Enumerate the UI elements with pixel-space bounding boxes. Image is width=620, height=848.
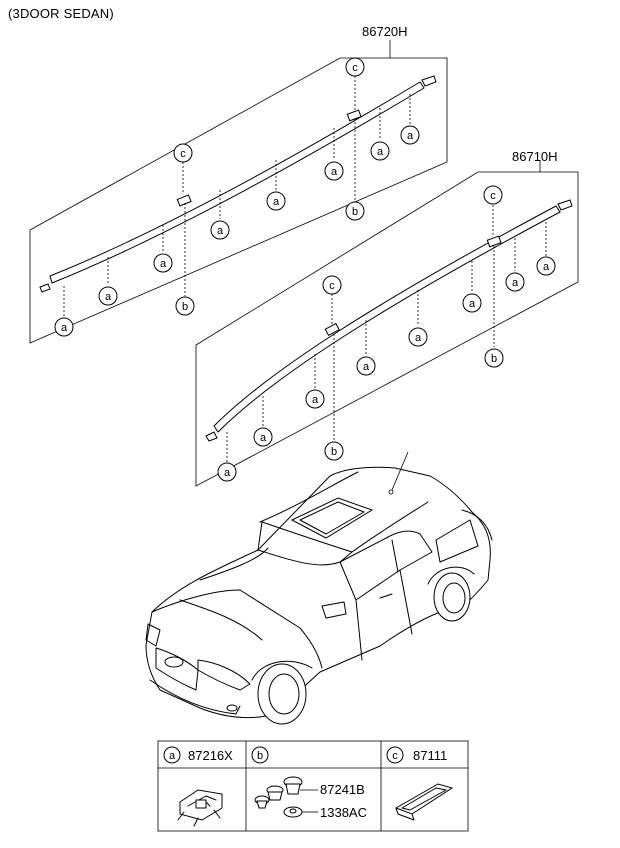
- svg-text:a: a: [331, 166, 338, 178]
- svg-text:b: b: [352, 206, 358, 218]
- part-number-87111: 87111: [413, 748, 447, 763]
- svg-text:a: a: [61, 322, 68, 334]
- part-number-87241B: 87241B: [320, 782, 365, 797]
- callout-b: b: [175, 296, 195, 316]
- svg-text:b: b: [182, 301, 188, 313]
- legend-c: c 87111: [386, 746, 454, 821]
- clip-slot: [486, 235, 502, 248]
- rail-end-cap: [39, 283, 51, 293]
- diagram-title: (3DOOR SEDAN): [8, 6, 114, 21]
- rail-end-cap: [421, 75, 437, 87]
- callout-a: a: [356, 356, 376, 376]
- svg-text:a: a: [169, 750, 176, 762]
- svg-text:a: a: [217, 225, 224, 237]
- callout-a: a: [324, 161, 344, 181]
- svg-text:a: a: [415, 332, 422, 344]
- callout-a: a: [305, 389, 325, 409]
- part-number-86720H: 86720H: [362, 24, 408, 39]
- part-number-1338AC: 1338AC: [320, 805, 367, 820]
- assembly-upper-frame: [29, 57, 448, 344]
- callout-b: b: [345, 201, 365, 221]
- callout-a: a: [210, 220, 230, 240]
- svg-text:a: a: [512, 277, 519, 289]
- assembly-lower-frame: [195, 171, 579, 487]
- callout-a: a: [370, 141, 390, 161]
- part-number-86710H: 86710H: [512, 149, 558, 164]
- svg-text:a: a: [105, 291, 112, 303]
- svg-text:a: a: [260, 432, 267, 444]
- svg-text:a: a: [363, 361, 370, 373]
- clip-slot: [324, 322, 340, 337]
- callout-a: a: [462, 293, 482, 313]
- callout-a: a: [54, 317, 74, 337]
- clip-slot: [176, 194, 192, 207]
- callout-b: b: [324, 441, 344, 461]
- callout-b: b: [484, 348, 504, 368]
- callout-a: a: [505, 272, 525, 292]
- svg-text:a: a: [224, 467, 231, 479]
- roof-rail-right: [49, 81, 425, 284]
- callout-c: c: [173, 143, 193, 163]
- clip-icon: [177, 789, 223, 827]
- callout-c: c: [322, 275, 342, 295]
- callout-a: a: [408, 327, 428, 347]
- callout-a: a: [153, 253, 173, 273]
- svg-text:a: a: [312, 394, 319, 406]
- legend-b: b 87241B 1338AC: [251, 746, 367, 820]
- rail-end-cap: [205, 431, 218, 442]
- rail-end-cap: [557, 199, 573, 211]
- svg-text:c: c: [490, 190, 496, 202]
- legend-a: a 87216X: [163, 746, 233, 827]
- svg-text:b: b: [257, 750, 263, 762]
- callout-a: a: [217, 462, 237, 482]
- assembly-lower: 86710H a a a a a a a a b b c c: [195, 149, 579, 487]
- svg-text:c: c: [352, 62, 358, 74]
- assembly-upper: 86720H a a a a a a a a b b c c: [29, 24, 448, 344]
- callout-a: a: [253, 427, 273, 447]
- svg-text:a: a: [273, 196, 280, 208]
- svg-text:c: c: [392, 750, 398, 762]
- legend-table: a 87216X b: [157, 740, 469, 832]
- svg-text:c: c: [180, 148, 186, 160]
- svg-text:a: a: [543, 261, 550, 273]
- car-icon: [145, 451, 493, 725]
- callout-a: a: [536, 256, 556, 276]
- svg-text:a: a: [469, 298, 476, 310]
- svg-text:a: a: [407, 130, 414, 142]
- roof-rail-left: [213, 205, 561, 433]
- callout-a: a: [98, 286, 118, 306]
- callout-c: c: [345, 57, 365, 77]
- svg-text:a: a: [160, 258, 167, 270]
- svg-text:b: b: [331, 446, 337, 458]
- callout-a: a: [400, 125, 420, 145]
- fastener-icon: [254, 776, 303, 818]
- svg-text:b: b: [491, 353, 497, 365]
- part-number-87216X: 87216X: [188, 748, 233, 763]
- callout-c: c: [483, 185, 503, 205]
- svg-text:a: a: [377, 146, 384, 158]
- cover-icon: [394, 783, 454, 821]
- callout-a: a: [266, 191, 286, 211]
- svg-text:c: c: [329, 280, 335, 292]
